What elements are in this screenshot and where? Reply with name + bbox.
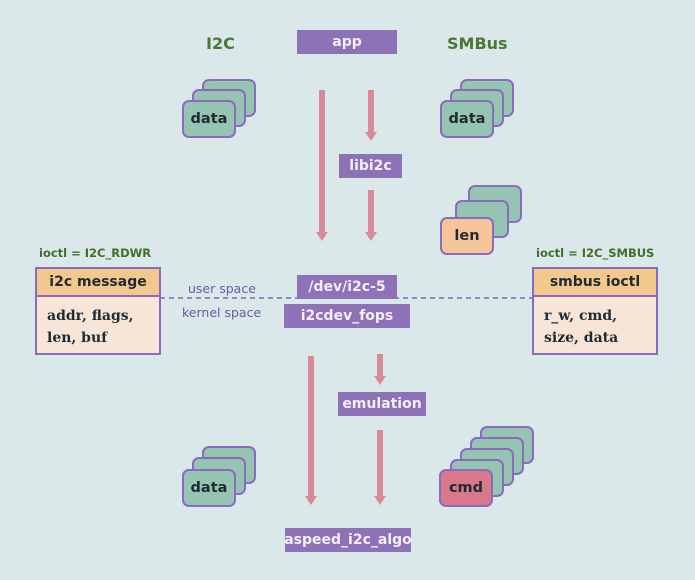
stack-card-front: len bbox=[440, 217, 494, 255]
struct-fields: r_w, cmd, size, data bbox=[534, 297, 656, 357]
i2c-smbus-ioctl-label: ioctl = I2C_SMBUS bbox=[536, 246, 655, 260]
stack-label: data bbox=[448, 111, 486, 127]
aspeed-i2c-algo-box: aspeed_i2c_algo bbox=[284, 528, 412, 552]
user-space-label: user space bbox=[188, 281, 256, 296]
struct-fields: addr, flags, len, buf bbox=[37, 297, 159, 357]
struct-title: i2c message bbox=[37, 269, 159, 297]
stack-label: data bbox=[190, 111, 228, 127]
app-box: app bbox=[297, 30, 397, 54]
stack-label: data bbox=[190, 480, 228, 496]
struct-field-line: r_w, cmd, bbox=[544, 308, 618, 324]
stack-card-front: data bbox=[182, 100, 236, 138]
smbus-ioctl-struct: smbus ioctl r_w, cmd, size, data bbox=[532, 267, 658, 355]
i2cdev-fops-box: i2cdev_fops bbox=[284, 304, 410, 328]
stack-label: cmd bbox=[448, 480, 484, 496]
libi2c-box: libi2c bbox=[339, 154, 402, 178]
i2c-message-struct: i2c message addr, flags, len, buf bbox=[35, 267, 161, 355]
stack-card-front: cmd bbox=[439, 469, 493, 507]
struct-field-line: len, buf bbox=[47, 330, 108, 346]
emulation-box: emulation bbox=[338, 392, 426, 416]
stack-card-front: data bbox=[182, 469, 236, 507]
i2c-header: I2C bbox=[206, 34, 235, 53]
stack-card-front: data bbox=[440, 100, 494, 138]
smbus-header: SMBus bbox=[447, 34, 508, 53]
kernel-space-label: kernel space bbox=[182, 305, 262, 320]
i2c-rdwr-ioctl-label: ioctl = I2C_RDWR bbox=[39, 246, 152, 260]
dev-i2c-box: /dev/i2c-5 bbox=[297, 275, 397, 299]
struct-title: smbus ioctl bbox=[534, 269, 656, 297]
struct-field-line: size, data bbox=[544, 330, 619, 346]
stack-label: len bbox=[454, 228, 480, 244]
struct-field-line: addr, flags, bbox=[47, 308, 134, 324]
